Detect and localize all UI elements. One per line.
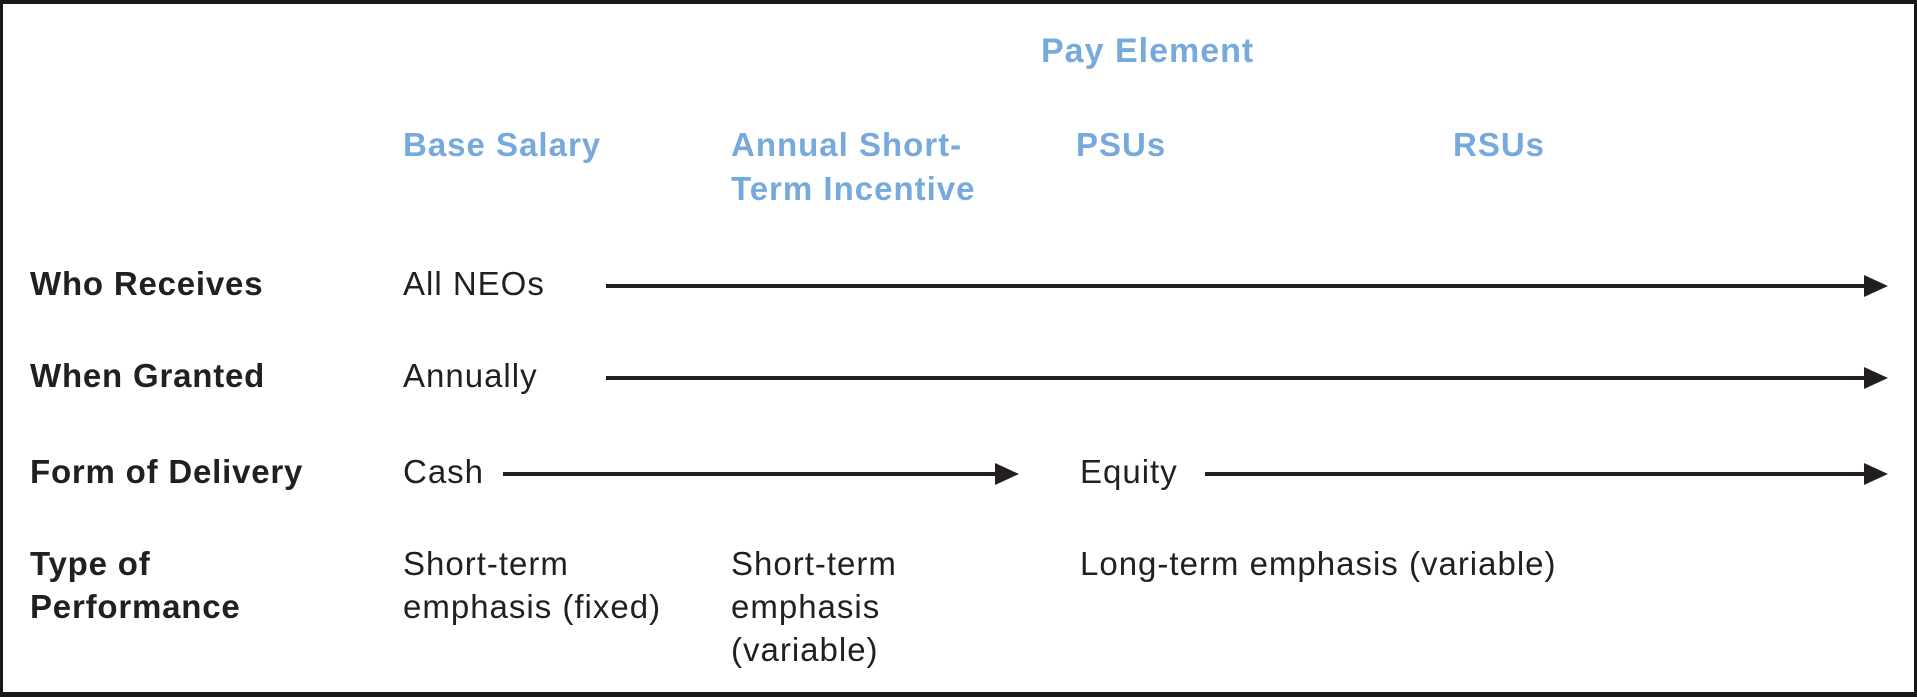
column-header-annual-short-term-incentive: Annual Short- Term Incentive bbox=[731, 123, 975, 211]
cell-annual-sti-line1: Short-term bbox=[731, 545, 897, 582]
cell-type-of-performance-equity: Long-term emphasis (variable) bbox=[1080, 545, 1557, 582]
row-label-form-of-delivery: Form of Delivery bbox=[30, 453, 304, 490]
arrow-right-icon bbox=[606, 367, 1888, 389]
cell-annual-sti-line3: (variable) bbox=[731, 631, 879, 668]
column-header-rsus: RSUs bbox=[1453, 126, 1546, 163]
column-header-psus: PSUs bbox=[1076, 126, 1167, 163]
figure-title: Pay Element bbox=[1041, 32, 1255, 70]
cell-base-salary-line1: Short-term bbox=[403, 545, 569, 582]
cell-type-of-performance-annual-sti: Short-term emphasis (variable) bbox=[731, 542, 897, 671]
row-label-type-of-performance: Type of Performance bbox=[30, 542, 241, 628]
row-label-when-granted: When Granted bbox=[30, 357, 266, 394]
arrow-right-icon bbox=[1205, 463, 1888, 485]
cell-type-of-performance-base-salary: Short-term emphasis (fixed) bbox=[403, 542, 661, 628]
cell-form-of-delivery-cash: Cash bbox=[403, 453, 485, 490]
cell-base-salary-line2: emphasis (fixed) bbox=[403, 588, 662, 625]
row-label-type-of-performance-line1: Type of bbox=[30, 545, 151, 582]
cell-form-of-delivery-equity: Equity bbox=[1080, 453, 1178, 490]
arrow-right-icon bbox=[503, 463, 1019, 485]
row-label-type-of-performance-line2: Performance bbox=[30, 588, 241, 625]
column-header-base-salary: Base Salary bbox=[403, 126, 602, 163]
cell-who-receives-value: All NEOs bbox=[403, 265, 545, 302]
arrow-right-icon bbox=[606, 275, 1888, 297]
cell-when-granted-value: Annually bbox=[403, 357, 538, 394]
column-header-annual-sti-line1: Annual Short- bbox=[731, 126, 963, 163]
column-header-annual-sti-line2: Term Incentive bbox=[731, 170, 976, 207]
row-label-who-receives: Who Receives bbox=[30, 265, 264, 302]
cell-annual-sti-line2: emphasis bbox=[731, 588, 881, 625]
